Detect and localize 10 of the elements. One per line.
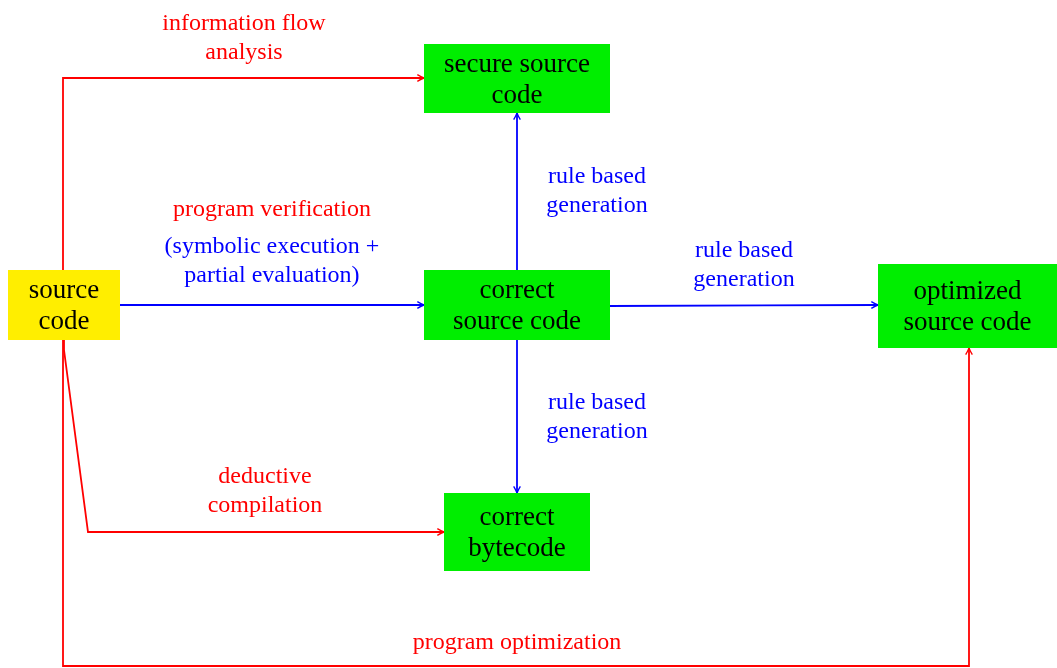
process-box xyxy=(424,44,610,113)
process-box xyxy=(424,270,610,340)
node-label: correct source code xyxy=(451,274,583,336)
node-label: secure source code xyxy=(442,47,592,110)
process-box xyxy=(878,264,1057,348)
process-box xyxy=(444,493,590,571)
node-label: correct bytecode xyxy=(467,501,567,563)
process-box xyxy=(8,270,120,340)
node-label: source code xyxy=(27,274,101,336)
node-label: optimized source code xyxy=(902,275,1033,337)
